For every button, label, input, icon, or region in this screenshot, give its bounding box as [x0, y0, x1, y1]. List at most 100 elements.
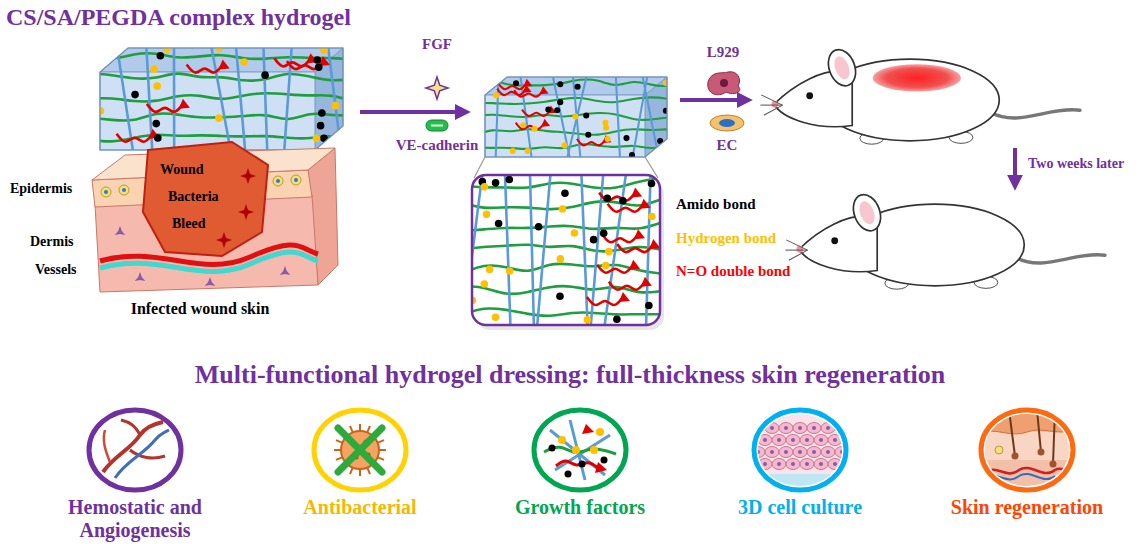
crosslink-black: [554, 107, 560, 113]
dermis-deep: [981, 410, 1073, 490]
crosslink-black: [320, 134, 328, 142]
red-triangle: [595, 462, 607, 473]
crosslink-yellow: [572, 114, 578, 120]
crosslink-yellow: [605, 248, 613, 256]
hair-bulb: [1038, 449, 1045, 456]
feature-icon: [50, 404, 220, 496]
crosslink-yellow: [332, 102, 340, 110]
annotation-label: L929: [707, 44, 740, 61]
dermis-upper: [981, 432, 1073, 460]
figure-title: CS/SA/PEGDA complex hydrogel: [6, 4, 351, 32]
cultured-cell: [779, 423, 793, 434]
crosslink-yellow: [596, 428, 604, 436]
epidermal-cell: [101, 187, 111, 197]
hair-bulb: [1012, 453, 1019, 460]
cell-nucleus: [784, 450, 788, 454]
vessel-branch: [121, 420, 140, 435]
crosslink-yellow: [481, 280, 489, 288]
crosslink-black: [575, 84, 581, 90]
hydrogel-block: [475, 47, 686, 167]
red-triangle: [179, 99, 190, 109]
crosslink-yellow: [590, 446, 598, 454]
crosslink-black: [583, 112, 589, 118]
fiber-blue: [614, 47, 620, 167]
mouse: [760, 46, 1080, 144]
cell-nucleus: [763, 462, 767, 466]
crosslink-black: [505, 176, 513, 184]
crosslink-black: [561, 189, 569, 197]
red-triangle: [631, 188, 642, 198]
l929-cell: [708, 72, 740, 95]
fiber-network: [90, 18, 354, 160]
fiber-blue: [504, 175, 511, 325]
cultured-cell: [772, 459, 786, 470]
crosslink-yellow: [481, 183, 489, 191]
mouse-tail: [1016, 255, 1105, 263]
ve-cadherin-pill: [426, 120, 448, 131]
fiber-blue: [284, 18, 294, 160]
fiber-blue: [547, 47, 572, 167]
inset-border: [472, 175, 660, 325]
cultured-cell: [835, 447, 849, 458]
feature-node: Growth factors: [485, 404, 675, 523]
cell-nucleus: [805, 438, 809, 442]
feature-label: Hemostatic and Angiogenesis: [50, 496, 220, 542]
cultured-cell: [807, 447, 821, 458]
cell-nucleus: [805, 462, 809, 466]
feature-circle: [754, 410, 846, 490]
cell-nucleus: [798, 450, 802, 454]
cell-nucleus: [784, 426, 788, 430]
fiber-blue: [631, 47, 653, 167]
fiber-green: [472, 200, 660, 209]
process-arrow: [680, 98, 748, 102]
crosslink-yellow: [602, 262, 610, 270]
annotation-label: Infected wound skin: [131, 300, 270, 318]
block-top: [100, 48, 343, 72]
crosslink-black: [623, 135, 629, 141]
fiber-green: [90, 73, 354, 80]
icon-content: [751, 410, 849, 490]
red-triangle: [634, 229, 645, 239]
red-triangle: [619, 292, 630, 302]
gland: [995, 446, 1003, 454]
cultured-cell: [828, 435, 842, 446]
ec-cell: [710, 115, 744, 131]
crosslink-black: [154, 134, 162, 142]
feature-label: Growth factors: [485, 496, 675, 519]
fiber-red: [497, 89, 526, 95]
cell-nucleus: [840, 426, 844, 430]
crosslink-black: [495, 220, 503, 228]
crosslink-black: [613, 316, 621, 324]
cell-nucleus: [812, 426, 816, 430]
fiber-green: [472, 178, 660, 188]
crosslink-black: [318, 109, 326, 117]
crosslink-yellow: [559, 205, 567, 213]
cultured-cell: [800, 459, 814, 470]
dermal-cell: [280, 266, 290, 275]
cultured-cell: [821, 447, 835, 458]
crosslink-black: [557, 81, 563, 87]
cell-nucleus: [812, 450, 816, 454]
mouse: [785, 191, 1105, 289]
fiber-blue: [233, 18, 245, 160]
cultured-cell: [793, 423, 807, 434]
crosslink-yellow: [240, 58, 248, 66]
hydrogel-block: [90, 18, 354, 160]
cell-nucleus: [826, 426, 830, 430]
cultured-cell: [800, 435, 814, 446]
crosslink-black: [157, 52, 165, 60]
mouse-whisker: [786, 240, 807, 250]
cell-nucleus: [104, 190, 108, 194]
crosslink-yellow: [663, 80, 669, 86]
crosslink-black: [549, 445, 556, 452]
cell-nucleus: [819, 462, 823, 466]
mouse-whisker: [761, 95, 782, 105]
fiber-blue: [262, 18, 267, 160]
crosslink-black: [261, 71, 269, 79]
feature-node: Skin regeneration: [927, 404, 1127, 523]
wound-area: [143, 142, 268, 256]
feature-label: 3D cell culture: [705, 496, 895, 519]
fiber-red: [556, 461, 598, 468]
fiber-blue: [206, 18, 232, 160]
cross-mark: [338, 428, 382, 472]
